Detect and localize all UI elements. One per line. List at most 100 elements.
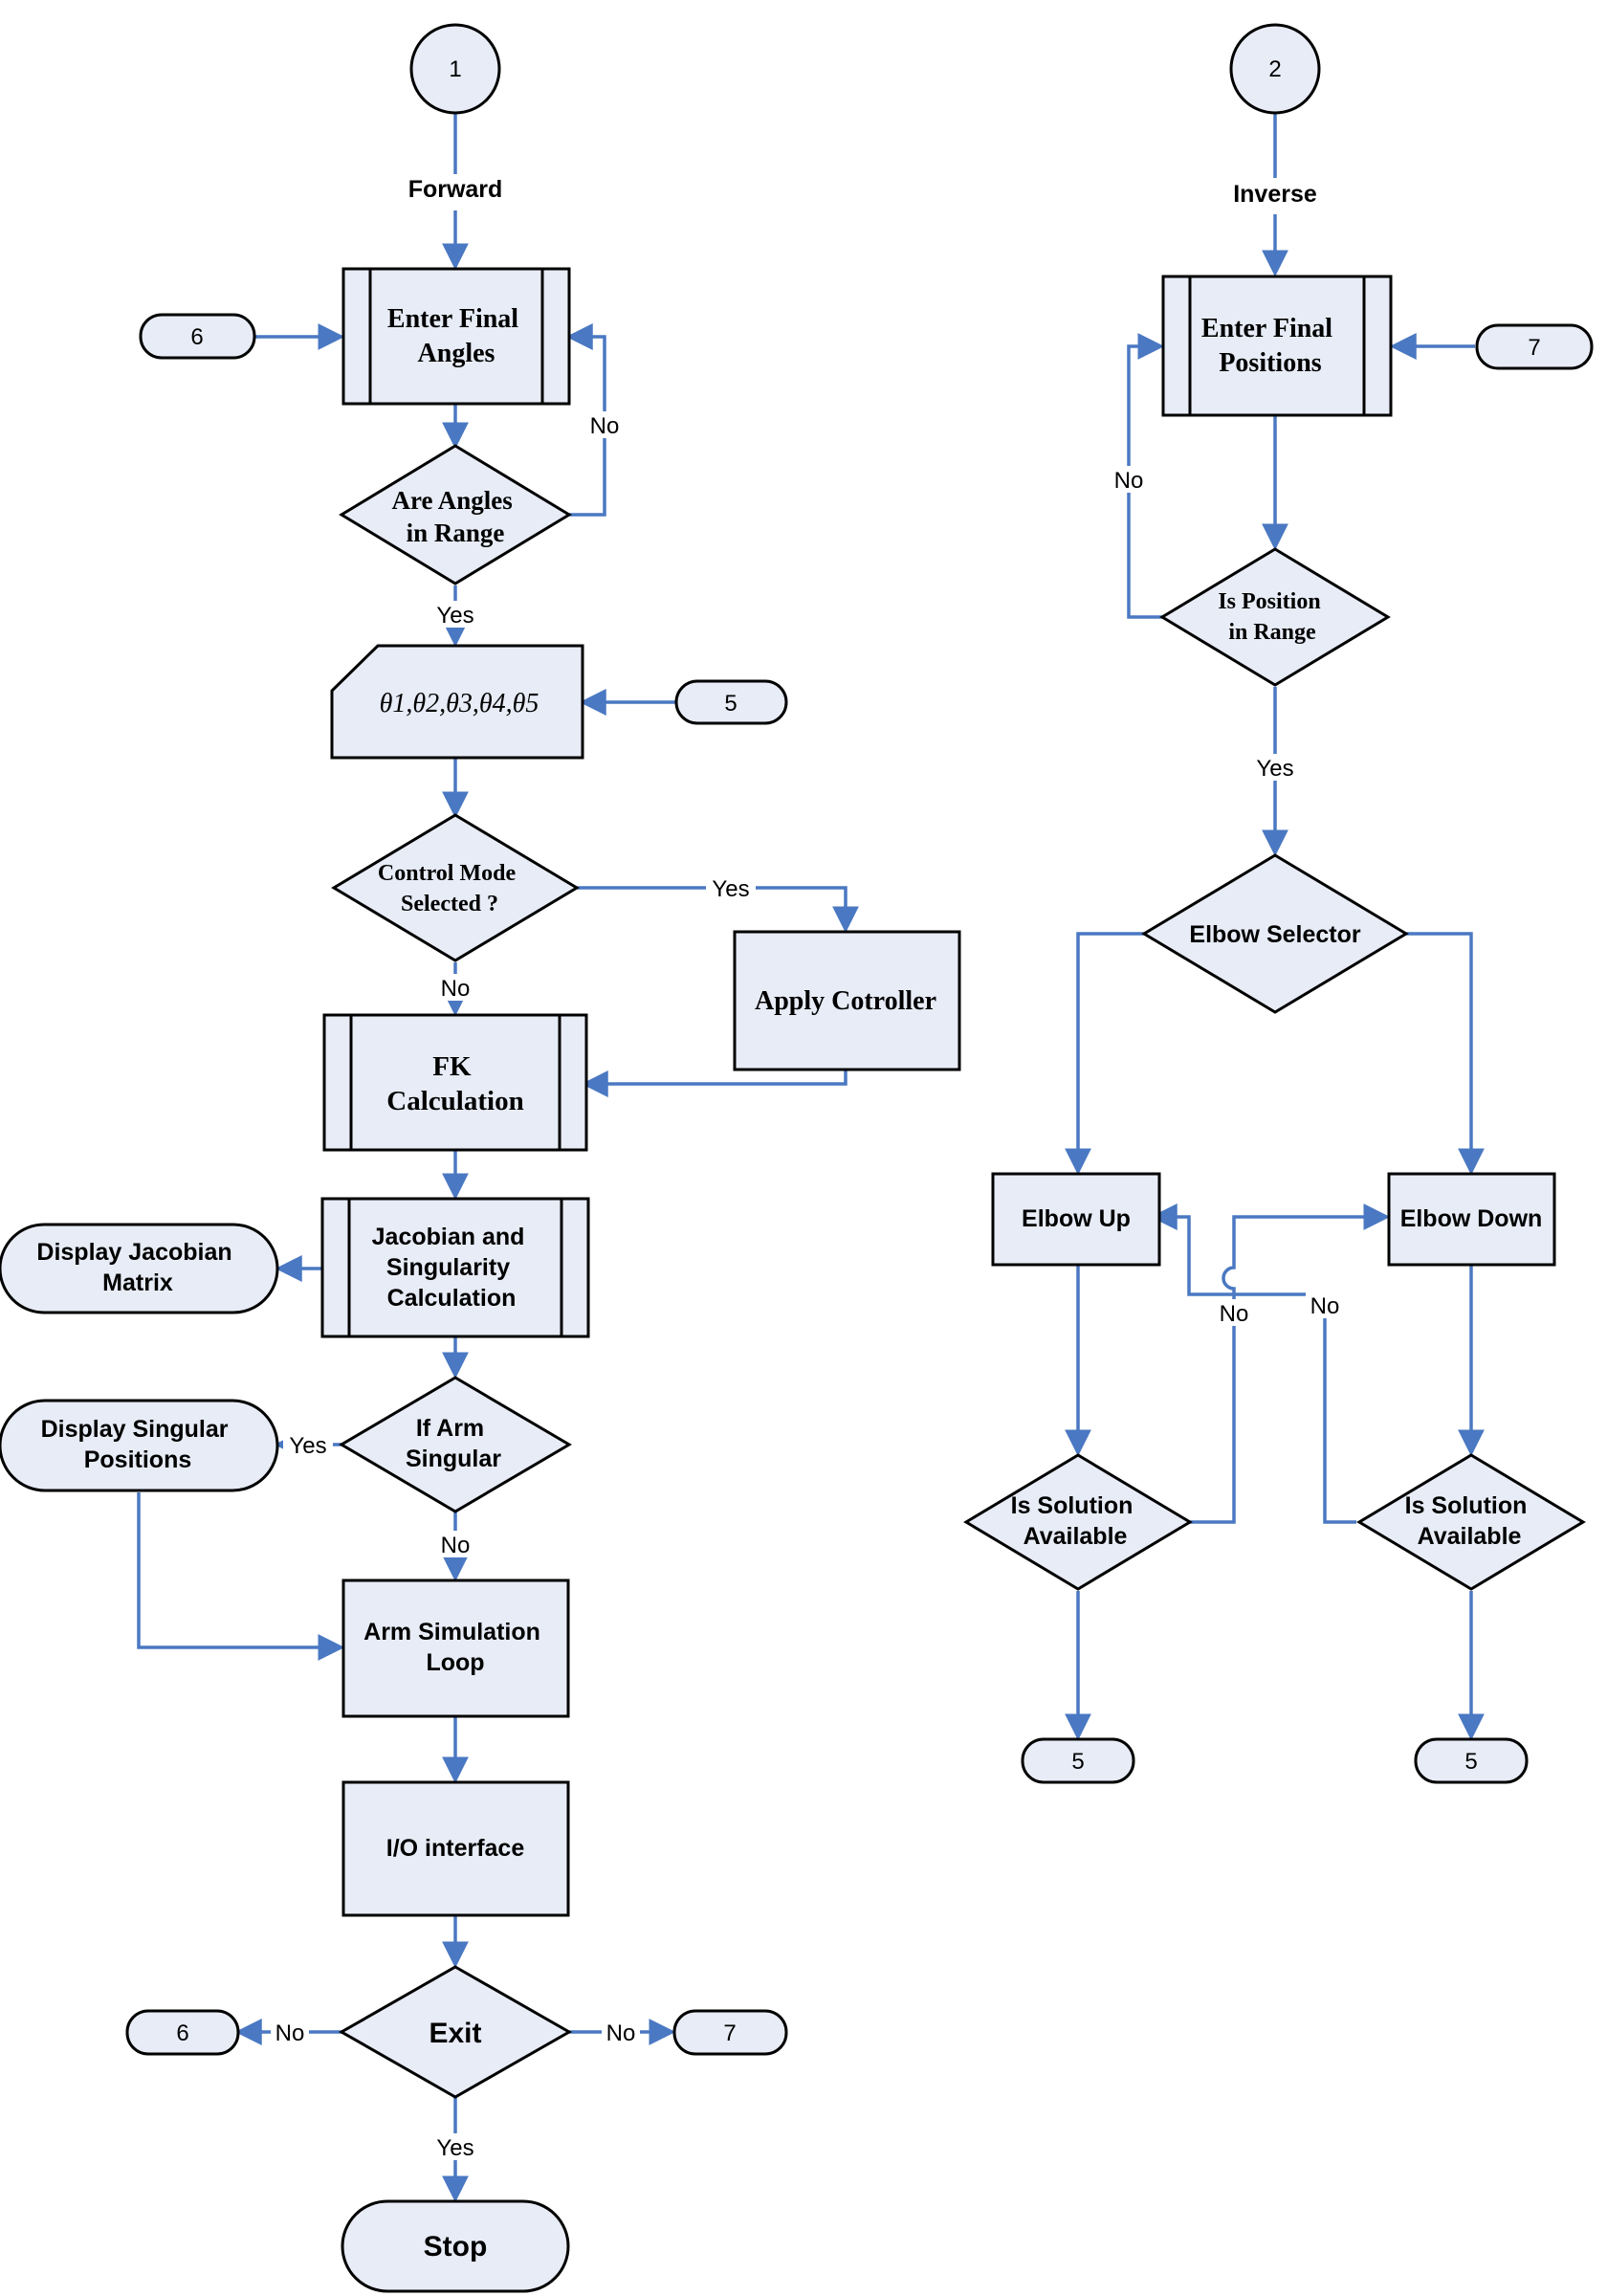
theta-input-box: θ1,θ2,θ3,θ4,θ5: [330, 644, 584, 760]
io-interface-text: I/O interface: [386, 1835, 525, 1862]
stop-shape: [341, 2199, 570, 2293]
apply-controller-text: Apply Cotroller: [755, 986, 936, 1016]
wire-solution-right-no-to-elbow-up: [1150, 1203, 1356, 1524]
edge-label-yes-angles: Yes: [436, 603, 473, 629]
edge-label-yes-singular: Yes: [289, 1433, 326, 1459]
inverse-label: Inverse: [1233, 181, 1317, 208]
connector-1-label: 1: [449, 56, 461, 82]
connector-7-bottom-shape: [672, 2009, 788, 2056]
arm-simulation-text: Arm Simulation Loop: [363, 1619, 547, 1676]
connector-1: 1: [409, 23, 501, 115]
solution-right-text: Is Solution Available: [1405, 1492, 1534, 1550]
elbow-up-text: Elbow Up: [1022, 1205, 1131, 1232]
connector-7-bottom: 7: [672, 2009, 788, 2056]
solution-right-diamond: [1356, 1453, 1586, 1591]
connector-5-mid: 5: [674, 679, 788, 725]
solution-right-decision: Is Solution Available: [1356, 1453, 1586, 1591]
edge-label-no-solution-left: No: [1220, 1301, 1249, 1327]
connector-5-right-bottom: 5: [1414, 1737, 1529, 1784]
connector-5-left-bottom: 5: [1021, 1737, 1135, 1784]
control-mode-diamond: [331, 813, 580, 962]
edge-labels: No Yes Yes No Yes No No No Yes No Yes No…: [271, 411, 1344, 2161]
enter-final-positions-box: Enter Final Positions: [1161, 275, 1393, 417]
arm-simulation-rect: [341, 1578, 570, 1718]
stop-text: Stop: [424, 2231, 488, 2263]
wire-selector-elbow-up: [1065, 932, 1160, 1176]
elbow-selector-decision: Elbow Selector: [1141, 853, 1409, 1014]
enter-final-positions-text: Enter Final Positions: [1201, 314, 1339, 378]
jacobian-box: Jacobian and Singularity Calculation: [320, 1197, 590, 1338]
connector-1-circle: [409, 23, 501, 115]
if-arm-singular-diamond: [339, 1376, 572, 1513]
forward-label: Forward: [408, 176, 503, 203]
connector-5-left-bottom-label: 5: [1071, 1749, 1084, 1775]
edge-label-yes-exit: Yes: [436, 2135, 473, 2161]
wire-controller-fk: [581, 1070, 848, 1097]
connector-5-right-bottom-shape: [1414, 1737, 1529, 1784]
elbow-down-text: Elbow Down: [1400, 1205, 1543, 1232]
edge-label-no-exit-right: No: [606, 2020, 636, 2046]
jacobian-text: Jacobian and Singularity Calculation: [372, 1224, 532, 1312]
fk-calculation-box: FK Calculation: [322, 1013, 588, 1152]
display-jacobian-shape: [0, 1223, 279, 1314]
connector-6-top-label: 6: [190, 324, 203, 350]
wire-selector-elbow-down: [1406, 932, 1485, 1176]
edge-label-no-control: No: [441, 976, 471, 1002]
edge-label-yes-position: Yes: [1256, 756, 1293, 782]
control-mode-decision: Control Mode Selected ?: [331, 813, 580, 962]
connector-6-top: 6: [139, 313, 256, 360]
theta-values-text: θ1,θ2,θ3,θ4,θ5: [380, 689, 539, 718]
if-arm-singular-text: If Arm Singular: [406, 1415, 501, 1472]
fk-calculation-rect: [322, 1013, 588, 1152]
apply-controller-rect: [733, 930, 961, 1071]
io-interface-rect: [341, 1780, 570, 1917]
enter-final-angles-text: Enter Final Angles: [387, 304, 525, 368]
enter-final-positions-rect: [1161, 275, 1393, 417]
connector-6-bottom-label: 6: [176, 2020, 188, 2046]
elbow-selector-text: Elbow Selector: [1189, 921, 1360, 948]
exit-decision: Exit: [338, 1965, 573, 2099]
solution-left-diamond: [963, 1453, 1193, 1591]
elbow-down-rect: [1387, 1172, 1556, 1267]
display-jacobian-box: Display Jacobian Matrix: [0, 1223, 279, 1314]
edge-label-no-singular: No: [441, 1533, 471, 1558]
elbow-up-box: Elbow Up: [991, 1172, 1161, 1267]
stop-terminator: Stop: [341, 2199, 570, 2293]
solution-left-text: Is Solution Available: [1011, 1492, 1140, 1550]
connector-5-left-bottom-shape: [1021, 1737, 1135, 1784]
theta-input-shape: [330, 644, 584, 760]
exit-diamond: [338, 1965, 573, 2099]
display-singular-box: Display Singular Positions: [0, 1399, 279, 1492]
edge-label-no-angles: No: [590, 413, 620, 439]
edge-label-yes-control: Yes: [712, 876, 749, 902]
control-mode-text: Control Mode Selected ?: [378, 861, 521, 916]
enter-final-angles-rect: [341, 267, 571, 406]
connector-7-top-shape: [1475, 323, 1594, 370]
connector-5-right-bottom-label: 5: [1464, 1749, 1477, 1775]
wire-solution-left-no-to-elbow-down: [1190, 1203, 1391, 1524]
io-interface-box: I/O interface: [341, 1780, 570, 1917]
exit-text: Exit: [429, 2018, 481, 2049]
connector-6-bottom: 6: [125, 2009, 240, 2056]
edge-label-no-position: No: [1114, 468, 1144, 494]
is-position-text: Is Position in Range: [1218, 589, 1326, 645]
solution-left-decision: Is Solution Available: [963, 1453, 1193, 1591]
is-position-diamond: [1159, 547, 1391, 687]
arm-simulation-box: Arm Simulation Loop: [341, 1578, 570, 1718]
is-position-in-range-decision: Is Position in Range: [1159, 547, 1391, 687]
display-singular-text: Display Singular Positions: [41, 1416, 235, 1473]
connector-2: 2: [1229, 23, 1321, 115]
connector-2-label: 2: [1268, 56, 1281, 82]
edge-label-no-exit-left: No: [275, 2020, 305, 2046]
elbow-down-box: Elbow Down: [1387, 1172, 1556, 1267]
if-arm-singular-decision: If Arm Singular: [339, 1376, 572, 1513]
connector-6-top-shape: [139, 313, 256, 360]
wire-control-yes: [577, 886, 859, 934]
connection-lines: [137, 113, 1485, 2203]
display-jacobian-text: Display Jacobian Matrix: [36, 1239, 238, 1296]
wire-singular-display-to-sim: [137, 1492, 345, 1661]
connector-7-bottom-label: 7: [723, 2020, 736, 2046]
edge-label-no-solution-right: No: [1310, 1293, 1340, 1319]
display-singular-shape: [0, 1399, 279, 1492]
apply-controller-box: Apply Cotroller: [733, 930, 961, 1071]
